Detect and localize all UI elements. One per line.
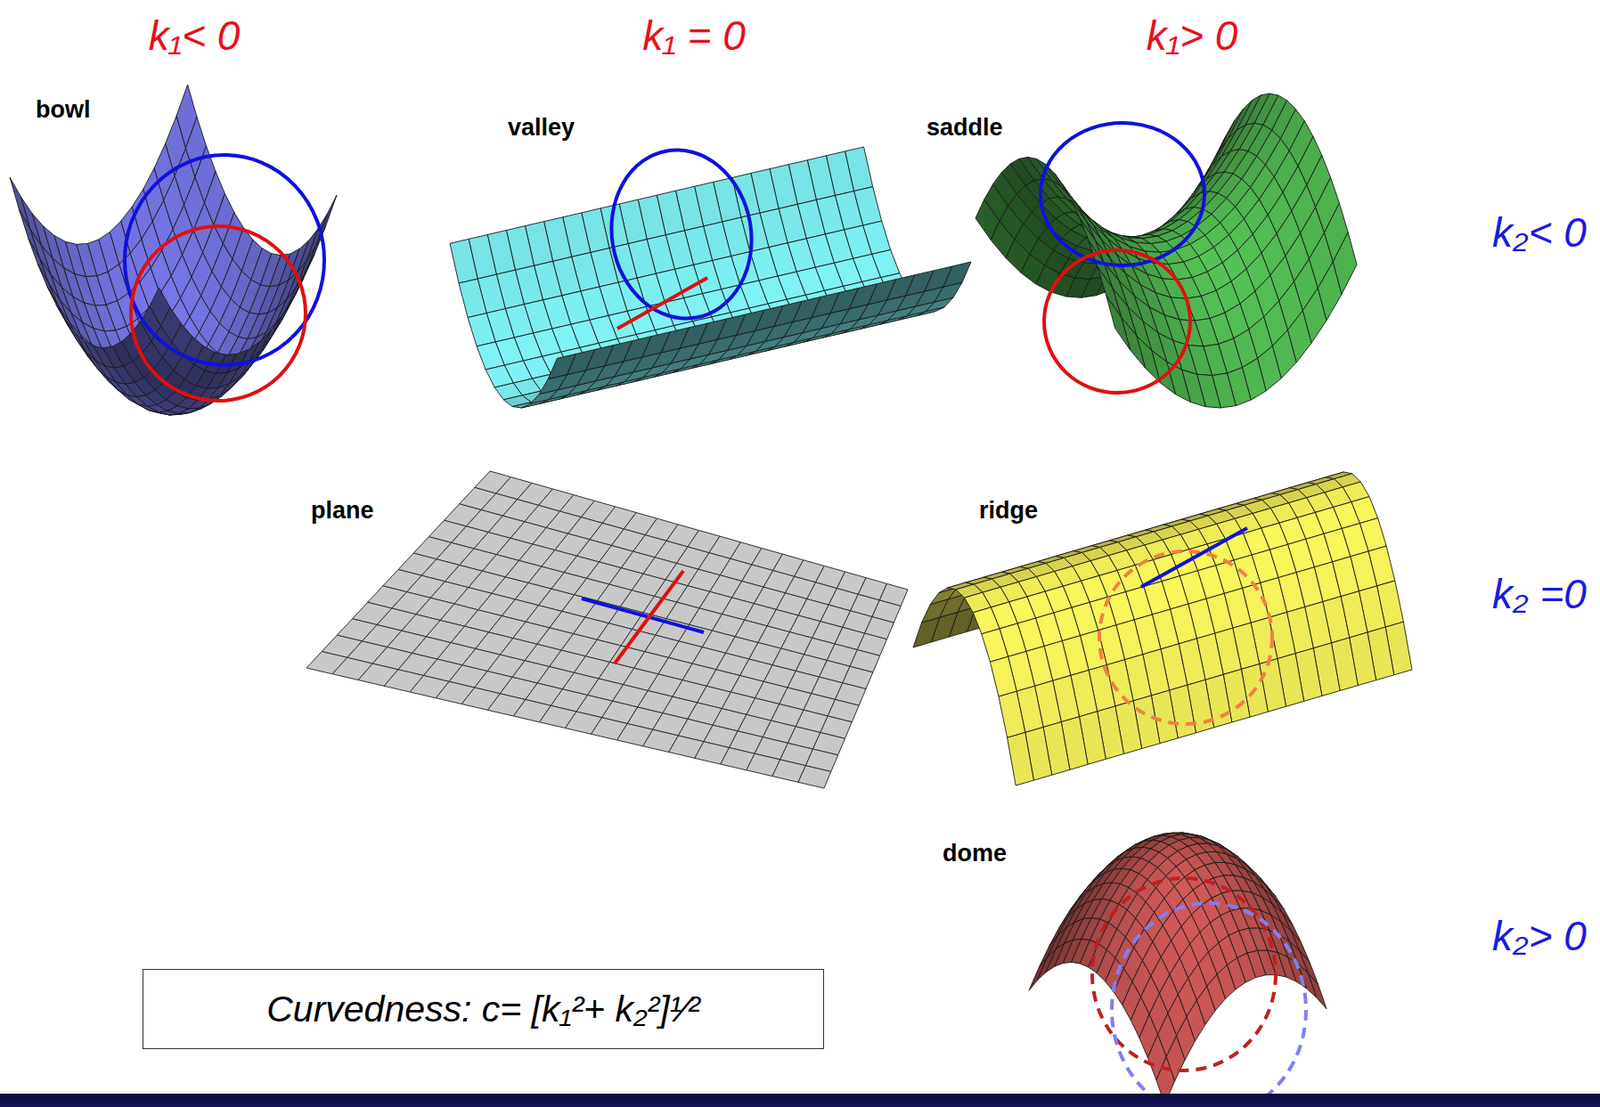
surface-facet: [261, 317, 282, 351]
osculating-circle: [1044, 250, 1191, 393]
surface-facet: [1097, 267, 1122, 319]
osculating-circle: [1040, 122, 1205, 266]
surface-facet: [37, 264, 58, 307]
osculating-circle: [124, 155, 325, 366]
surface-facet: [547, 353, 576, 379]
surface-facet: [981, 628, 1009, 662]
bowl-surface: [9, 84, 337, 416]
curvature-line: [614, 571, 684, 664]
plane-surface: [306, 471, 908, 789]
surface-facet: [476, 342, 505, 370]
curvature-condition: k₂> 0: [1492, 913, 1587, 961]
surface-facet: [1106, 295, 1131, 351]
curvature-line: [1141, 528, 1248, 588]
ridge-surface: [913, 472, 1413, 786]
surface-facet: [998, 691, 1026, 738]
surface-facet: [48, 284, 70, 323]
surface-name: plane: [310, 497, 375, 525]
surface-facet: [1332, 232, 1357, 295]
osculating-circle: [1099, 551, 1273, 725]
surface-name: ridge: [979, 497, 1038, 525]
surface-facet: [467, 313, 496, 347]
saddle-surface: [975, 93, 1357, 409]
osculating-circle: [130, 226, 306, 401]
surface-facet: [989, 656, 1017, 697]
curvature-line: [617, 277, 708, 329]
curvature-condition: k₁> 0: [1146, 12, 1239, 60]
surface-facet: [449, 238, 478, 284]
surface-name: saddle: [926, 114, 1004, 142]
formula-text: Curvedness: c= [k₁²+ k₂²]¹⁄²: [166, 987, 800, 1032]
surface-name: valley: [507, 114, 575, 142]
surface-facet: [316, 195, 337, 245]
osculating-circle: [598, 138, 766, 330]
curvature-condition: k₁< 0: [148, 12, 241, 60]
curvature-condition: k₂< 0: [1492, 209, 1587, 257]
surface-facet: [1007, 732, 1035, 786]
valley-surface: [449, 146, 972, 409]
osculating-circle: [1111, 903, 1307, 1107]
footer-bar: [0, 1093, 1600, 1107]
surface-facet: [39, 258, 60, 301]
surface-facet: [913, 617, 940, 648]
surface-facet: [28, 238, 49, 285]
surface-facet: [458, 278, 487, 318]
surface-name: bowl: [35, 96, 91, 124]
formula-box: Curvedness: c= [k₁²+ k₂²]¹⁄²: [142, 969, 825, 1050]
surface-name: dome: [942, 840, 1007, 868]
curvature-condition: k₁ = 0: [642, 12, 746, 60]
surface-facet: [1167, 995, 1187, 1037]
surface-facet: [9, 177, 31, 229]
surface-facet: [275, 287, 296, 325]
surface-facet: [19, 209, 41, 259]
dome-surface: [1028, 832, 1327, 1105]
curvature-condition: k₂ =0: [1492, 571, 1587, 619]
surface-facet: [1071, 200, 1096, 241]
surface-facet: [149, 287, 171, 327]
surface-facet: [798, 766, 832, 789]
